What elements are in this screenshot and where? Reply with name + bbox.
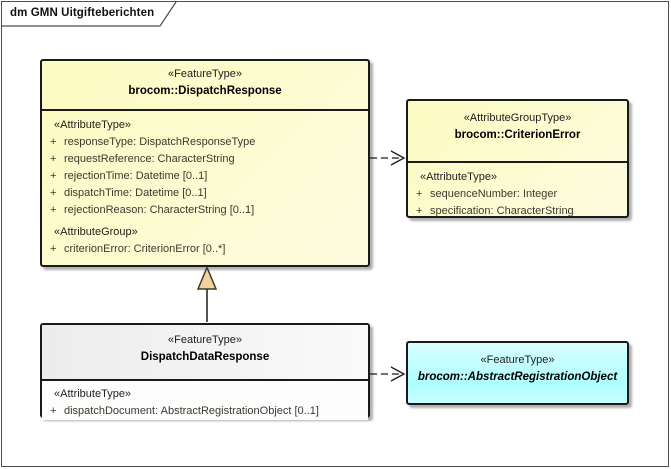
attribute-row: + sequenceNumber: Integer — [416, 188, 558, 200]
class-name: brocom::AbstractRegistrationObject — [417, 371, 618, 383]
class-header: «FeatureType» DispatchDataResponse — [42, 325, 368, 381]
class-criterion-error[interactable]: «AttributeGroupType» brocom::CriterionEr… — [406, 99, 629, 218]
class-name: brocom::DispatchResponse — [128, 85, 282, 97]
class-header: «AttributeGroupType» brocom::CriterionEr… — [408, 101, 627, 163]
attribute-row: + responseType: DispatchResponseType — [50, 136, 256, 148]
class-stereotype: «FeatureType» — [168, 334, 242, 346]
attribute-row: + specification: CharacterString — [416, 205, 574, 217]
class-stereotype: «AttributeGroupType» — [463, 112, 572, 124]
attribute-compartment: «AttributeType» + dispatchDocument: Abst… — [42, 381, 368, 420]
class-name: DispatchDataResponse — [140, 351, 270, 363]
attribute-row: + rejectionReason: CharacterString [0..1… — [50, 204, 255, 216]
class-stereotype: «FeatureType» — [480, 354, 555, 366]
stereotype-row: «AttributeType» — [54, 119, 132, 131]
class-abstract-registration-object[interactable]: «FeatureType» brocom::AbstractRegistrati… — [406, 341, 629, 405]
stereotype-row: «AttributeGroup» — [54, 226, 138, 238]
stereotype-row: «AttributeType» — [420, 171, 498, 183]
class-header: «FeatureType» brocom::AbstractRegistrati… — [408, 343, 627, 403]
attribute-row: + dispatchDocument: AbstractRegistration… — [50, 405, 319, 417]
attribute-row: + rejectionTime: Datetime [0..1] — [50, 170, 208, 182]
attribute-row: + dispatchTime: Datetime [0..1] — [50, 187, 207, 199]
diagram-title: dm GMN Uitgifteberichten — [10, 7, 155, 19]
attribute-row: + requestReference: CharacterString — [50, 153, 235, 165]
stereotype-row: «AttributeType» — [54, 388, 132, 400]
class-dispatch-data-response[interactable]: «FeatureType» DispatchDataResponse «Attr… — [40, 323, 370, 420]
attribute-row: + criterionError: CriterionError [0..*] — [50, 243, 226, 255]
class-dispatch-response[interactable]: «FeatureType» brocom::DispatchResponse «… — [40, 59, 370, 267]
class-name: brocom::CriterionError — [454, 129, 581, 141]
attribute-compartment: «AttributeType» + responseType: Dispatch… — [42, 111, 368, 258]
class-stereotype: «FeatureType» — [168, 68, 242, 80]
attribute-compartment: «AttributeType» + sequenceNumber: Intege… — [408, 163, 627, 220]
class-header: «FeatureType» brocom::DispatchResponse — [42, 61, 368, 111]
